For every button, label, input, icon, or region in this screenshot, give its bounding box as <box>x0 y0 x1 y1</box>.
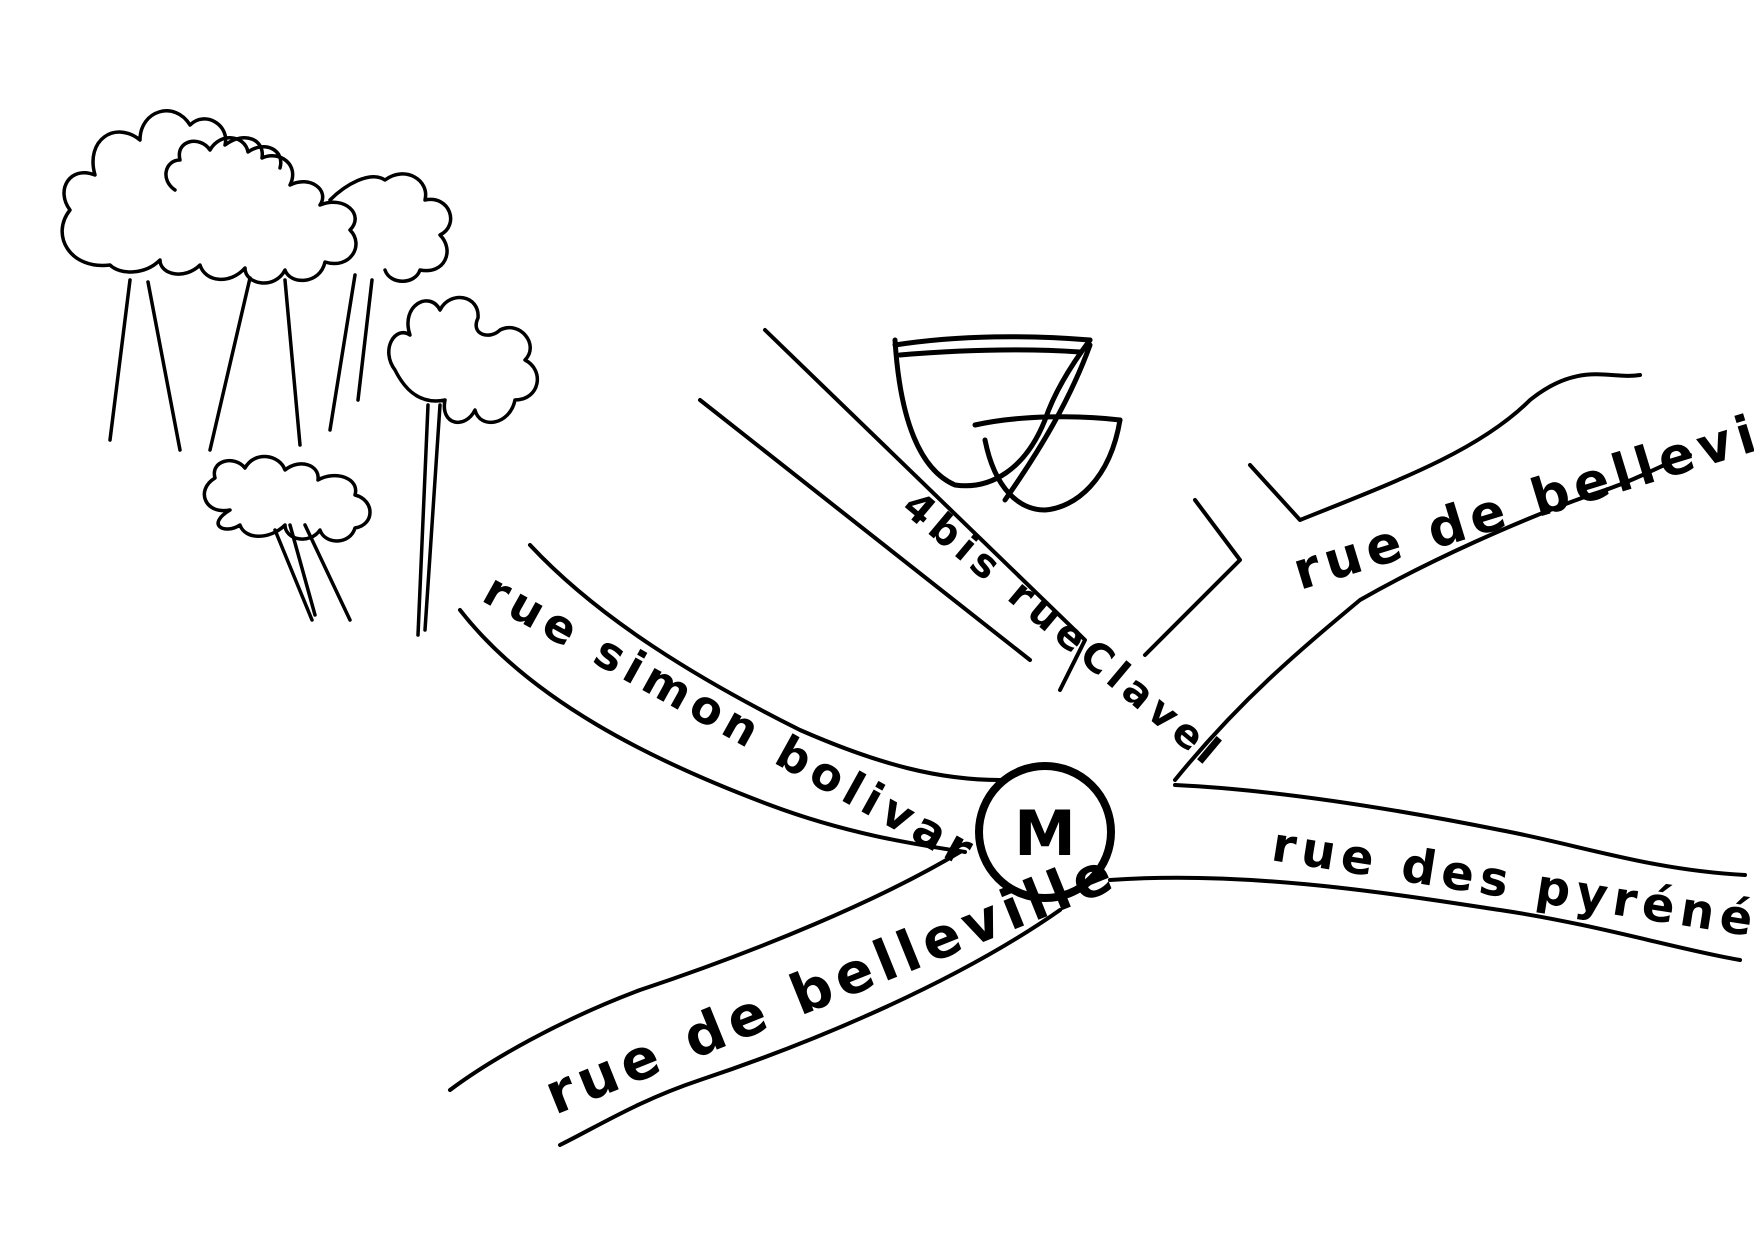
trees-icon <box>60 109 540 637</box>
street-label-rue-simon-bolivar: rue simon bolivar <box>475 562 987 879</box>
cups-icon <box>892 334 1123 513</box>
street-label-rue-clavel: 4bis rueClavel <box>894 482 1233 777</box>
metro-symbol: M <box>1014 797 1076 870</box>
road-lines <box>448 328 1747 1147</box>
street-label-rue-de-belleville-sw: rue de belleville <box>536 839 1127 1128</box>
metro-icon: M <box>975 762 1115 902</box>
